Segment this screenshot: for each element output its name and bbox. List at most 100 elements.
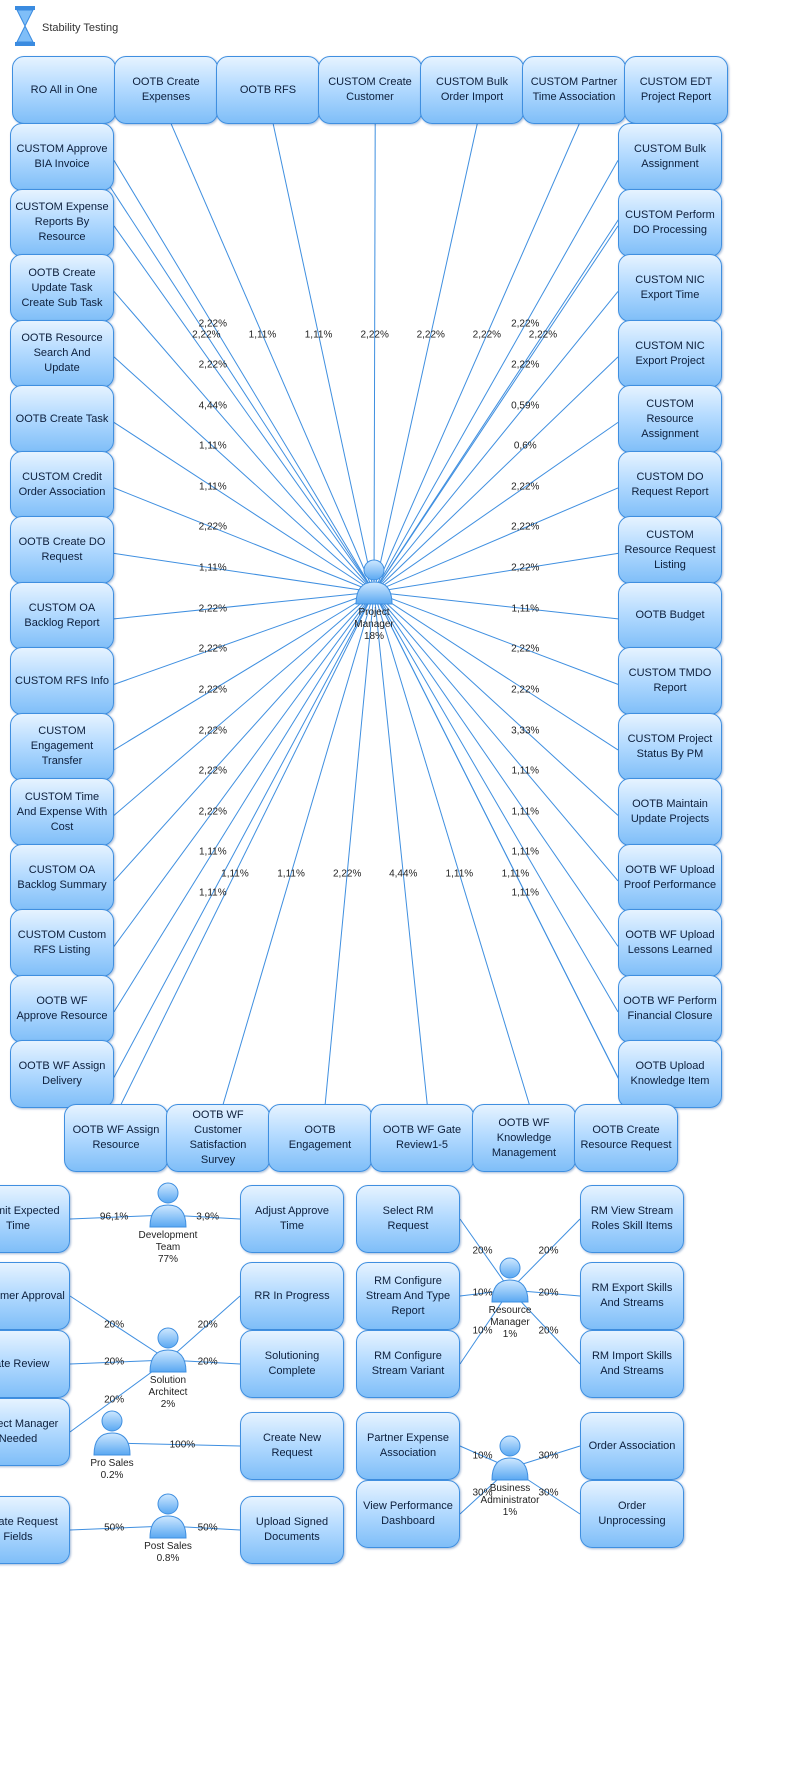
usecase-custom-tmdo-report[interactable]: CUSTOM TMDO Report xyxy=(618,647,722,715)
connector xyxy=(167,1295,241,1361)
usecase-custom-nic-export-time[interactable]: CUSTOM NIC Export Time xyxy=(618,254,722,322)
edge-percent: 2,22% xyxy=(528,329,558,341)
usecase-ootb-wf-gate-review1-5[interactable]: OOTB WF Gate Review1-5 xyxy=(370,1104,474,1172)
connector xyxy=(113,160,375,593)
hourglass-icon xyxy=(15,6,35,46)
usecase-gate-review[interactable]: Gate Review xyxy=(0,1330,70,1398)
usecase-ootb-create-do-request[interactable]: OOTB Create DO Request xyxy=(10,516,114,584)
usecase-custom-partner-time-association[interactable]: CUSTOM Partner Time Association xyxy=(522,56,626,124)
edge-percent: 1,11% xyxy=(511,846,540,858)
edge-percent: 2,22% xyxy=(511,359,540,371)
usecase-ro-all-in-one[interactable]: RO All in One xyxy=(12,56,116,124)
usecase-custom-time-and-expense-with-cost[interactable]: CUSTOM Time And Expense With Cost xyxy=(10,778,114,846)
usecase-order-unprocessing[interactable]: Order Unprocessing xyxy=(580,1480,684,1548)
connector xyxy=(113,421,375,593)
usecase-rm-view-stream-roles-skill-items[interactable]: RM View Stream Roles Skill Items xyxy=(580,1185,684,1253)
usecase-custom-nic-export-project[interactable]: CUSTOM NIC Export Project xyxy=(618,319,722,388)
usecase-ootb-engagement[interactable]: OOTB Engagement xyxy=(268,1104,372,1172)
usecase-custom-engagement-transfer[interactable]: CUSTOM Engagement Transfer xyxy=(10,712,114,781)
usecase-select-rm-request[interactable]: Select RM Request xyxy=(356,1185,460,1253)
usecase-order-association[interactable]: Order Association xyxy=(580,1412,684,1480)
usecase-custom-resource-request-listing[interactable]: CUSTOM Resource Request Listing xyxy=(618,516,722,584)
usecase-adjust-approve-time[interactable]: Adjust Approve Time xyxy=(240,1185,344,1253)
usecase-custom-oa-backlog-report[interactable]: CUSTOM OA Backlog Report xyxy=(10,581,114,650)
edge-percent: 30% xyxy=(538,1487,559,1499)
edge-percent: 2,22% xyxy=(472,329,502,341)
business-administrator-actor-icon xyxy=(491,1435,529,1481)
usecase-ootb-budget[interactable]: OOTB Budget xyxy=(618,581,722,650)
usecase-ootb-wf-perform-financial-closure[interactable]: OOTB WF Perform Financial Closure xyxy=(618,974,722,1043)
usecase-ootb-wf-assign-resource[interactable]: OOTB WF Assign Resource xyxy=(64,1104,168,1172)
usecase-project-manager-needed[interactable]: Project Manager Needed xyxy=(0,1398,70,1466)
connector xyxy=(113,225,375,593)
edge-percent: 2,22% xyxy=(198,521,227,533)
usecase-ootb-maintain-update-projects[interactable]: OOTB Maintain Update Projects xyxy=(618,778,722,846)
edge-percent: 2,22% xyxy=(360,329,389,341)
edge-percent: 20% xyxy=(538,1325,559,1337)
usecase-rm-configure-stream-and-type-report[interactable]: RM Configure Stream And Type Report xyxy=(356,1262,460,1330)
usecase-ootb-wf-approve-resource[interactable]: OOTB WF Approve Resource xyxy=(10,974,114,1043)
usecase-custom-expense-reports-by-resource[interactable]: CUSTOM Expense Reports By Resource xyxy=(10,188,114,257)
usecase-custom-perform-do-processing[interactable]: CUSTOM Perform DO Processing xyxy=(618,188,722,257)
connector xyxy=(373,123,580,593)
edge-percent: 20% xyxy=(197,1356,218,1368)
connector xyxy=(113,591,375,620)
edge-percent: 4,44% xyxy=(389,868,418,880)
edge-percent: 20% xyxy=(538,1245,559,1257)
usecase-rr-in-progress[interactable]: RR In Progress xyxy=(240,1262,344,1330)
usecase-rm-configure-stream-variant[interactable]: RM Configure Stream Variant xyxy=(356,1330,460,1398)
usecase-upload-signed-documents[interactable]: Upload Signed Documents xyxy=(240,1496,344,1564)
usecase-custom-rfs-info[interactable]: CUSTOM RFS Info xyxy=(10,647,114,715)
usecase-ootb-resource-search-and-update[interactable]: OOTB Resource Search And Update xyxy=(10,319,114,388)
edge-percent: 50% xyxy=(104,1522,125,1534)
usecase-ootb-wf-customer-satisfaction-survey[interactable]: OOTB WF Customer Satisfaction Survey xyxy=(166,1104,270,1172)
usecase-partner-expense-association[interactable]: Partner Expense Association xyxy=(356,1412,460,1480)
edge-percent: 1,11% xyxy=(511,806,540,818)
usecase-custom-edt-project-report[interactable]: CUSTOM EDT Project Report xyxy=(624,56,728,124)
usecase-custom-bulk-order-import[interactable]: CUSTOM Bulk Order Import xyxy=(420,56,524,124)
usecase-custom-do-request-report[interactable]: CUSTOM DO Request Report xyxy=(618,450,722,519)
edge-percent: 1,11% xyxy=(511,887,540,899)
usecase-custom-resource-assignment[interactable]: CUSTOM Resource Assignment xyxy=(618,385,722,453)
edge-percent: 3,33% xyxy=(511,725,540,736)
usecase-ootb-upload-knowledge-item[interactable]: OOTB Upload Knowledge Item xyxy=(618,1040,722,1108)
connector xyxy=(373,421,619,593)
connector xyxy=(113,552,375,593)
usecase-ootb-wf-upload-lessons-learned[interactable]: OOTB WF Upload Lessons Learned xyxy=(618,909,722,977)
usecase-rm-import-skills-and-streams[interactable]: RM Import Skills And Streams xyxy=(580,1330,684,1398)
usecase-ootb-create-task[interactable]: OOTB Create Task xyxy=(10,385,114,453)
edge-percent: 20% xyxy=(197,1319,218,1331)
usecase-submit-expected-time[interactable]: Submit Expected Time xyxy=(0,1185,70,1253)
post-sales-actor-icon xyxy=(149,1493,187,1539)
usecase-update-request-fields[interactable]: Update Request Fields xyxy=(0,1496,70,1564)
usecase-ootb-wf-assign-delivery[interactable]: OOTB WF Assign Delivery xyxy=(10,1040,114,1108)
usecase-custom-approve-bia-invoice[interactable]: CUSTOM Approve BIA Invoice xyxy=(10,123,114,191)
usecase-custom-custom-rfs-listing[interactable]: CUSTOM Custom RFS Listing xyxy=(10,909,114,977)
usecase-view-performance-dashboard[interactable]: View Performance Dashboard xyxy=(356,1480,460,1548)
usecase-ootb-wf-knowledge-management[interactable]: OOTB WF Knowledge Management xyxy=(472,1104,576,1172)
connector xyxy=(113,591,375,751)
usecase-customer-approval[interactable]: Customer Approval xyxy=(0,1262,70,1330)
usecase-custom-bulk-assignment[interactable]: CUSTOM Bulk Assignment xyxy=(618,123,722,191)
usecase-custom-oa-backlog-summary[interactable]: CUSTOM OA Backlog Summary xyxy=(10,843,114,912)
usecase-solutioning-complete[interactable]: Solutioning Complete xyxy=(240,1330,344,1398)
edge-percent: 20% xyxy=(538,1287,559,1299)
usecase-rm-export-skills-and-streams[interactable]: RM Export Skills And Streams xyxy=(580,1262,684,1330)
connector xyxy=(113,591,375,685)
usecase-custom-credit-order-association[interactable]: CUSTOM Credit Order Association xyxy=(10,450,114,519)
usecase-ootb-create-resource-request[interactable]: OOTB Create Resource Request xyxy=(574,1104,678,1172)
connector xyxy=(113,591,375,1013)
connector xyxy=(509,1218,581,1291)
edge-percent: 100% xyxy=(169,1439,196,1451)
usecase-create-new-request[interactable]: Create New Request xyxy=(240,1412,344,1480)
usecase-ootb-create-expenses[interactable]: OOTB Create Expenses xyxy=(114,56,218,124)
usecase-ootb-create-update-task-create-sub-task[interactable]: OOTB Create Update Task Create Sub Task xyxy=(10,254,114,322)
usecase-ootb-rfs[interactable]: OOTB RFS xyxy=(216,56,320,124)
usecase-custom-project-status-by-pm[interactable]: CUSTOM Project Status By PM xyxy=(618,712,722,781)
edge-percent: 2,22% xyxy=(198,725,227,736)
usecase-ootb-wf-upload-proof-performance[interactable]: OOTB WF Upload Proof Performance xyxy=(618,843,722,912)
usecase-custom-create-customer[interactable]: CUSTOM Create Customer xyxy=(318,56,422,124)
